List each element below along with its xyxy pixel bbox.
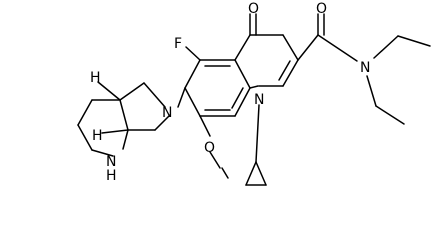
- atom-labels: O O N F N N O N H H H: [90, 1, 370, 184]
- structure-diagram: O O N F N N O N H H H: [77, 1, 431, 186]
- oxygen-methoxy-label: O: [204, 140, 215, 156]
- nitrogen-pyrrolidine-label: N: [162, 105, 172, 121]
- molecule-drawing: O O N F N N O N H H H: [77, 1, 431, 186]
- stereo-h-lower-label: H: [92, 128, 103, 144]
- hydrogen-piperidine-label: H: [106, 168, 117, 184]
- fluorine-label: F: [174, 36, 182, 52]
- nitrogen-amide-label: N: [360, 60, 370, 76]
- bonds: [77, 13, 431, 186]
- oxygen-ketone-label: O: [248, 1, 259, 17]
- nitrogen-piperidine-label: N: [106, 154, 116, 170]
- nitrogen-quinolone-label: N: [254, 92, 264, 108]
- stereo-h-upper-label: H: [90, 70, 101, 86]
- oxygen-amide-label: O: [316, 1, 327, 17]
